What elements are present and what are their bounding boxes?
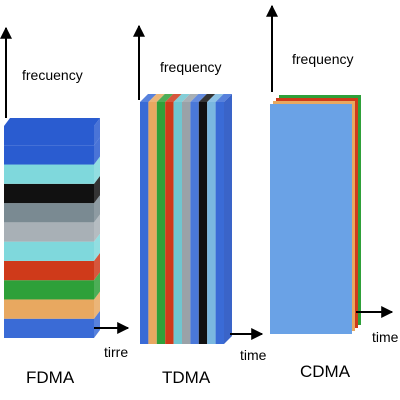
fdma-band-side <box>94 156 100 184</box>
tdma-slot <box>165 102 174 344</box>
fdma-frequency-label: frecuency <box>22 67 83 83</box>
fdma-time-label: tirre <box>104 344 128 360</box>
fdma-band-side <box>94 272 100 300</box>
fdma-band-side <box>94 310 100 338</box>
fdma-band <box>4 280 94 300</box>
tdma-block <box>140 94 232 344</box>
tdma-slot-top <box>156 94 174 102</box>
tdma-slot <box>215 102 224 344</box>
tdma-panel: frequency time TDMA <box>133 24 267 387</box>
tdma-slot-top <box>190 94 207 102</box>
tdma-slot-top <box>207 94 224 102</box>
tdma-slot-top <box>215 94 232 102</box>
cdma-block <box>270 95 361 334</box>
cdma-panel: frequency time CDMA <box>266 4 399 381</box>
fdma-band <box>4 222 94 242</box>
tdma-slot-top <box>165 94 182 102</box>
tdma-time-label: time <box>240 347 267 363</box>
tdma-side-face <box>224 94 232 344</box>
fdma-name: FDMA <box>26 368 75 387</box>
fdma-band <box>4 260 94 281</box>
fdma-band <box>4 126 94 146</box>
fdma-block <box>4 118 100 338</box>
fdma-band <box>4 241 94 261</box>
cdma-main-face <box>270 104 352 334</box>
cdma-frequency-label: frequency <box>292 51 353 67</box>
tdma-slot <box>156 102 166 344</box>
tdma-slot <box>182 102 191 344</box>
cdma-time-label: time <box>372 329 399 345</box>
fdma-band <box>4 318 94 338</box>
fdma-band-side <box>94 252 100 281</box>
fdma-band <box>4 164 94 184</box>
tdma-slot <box>190 102 199 344</box>
tdma-slot <box>140 102 149 344</box>
tdma-slot <box>148 102 157 344</box>
fdma-band <box>4 299 94 319</box>
tdma-slot <box>207 102 216 344</box>
tdma-slot <box>198 102 208 344</box>
tdma-slot-top <box>173 94 190 102</box>
fdma-band-side <box>94 214 100 242</box>
fdma-band <box>4 203 94 223</box>
fdma-panel: frecuency tirre FDMA <box>0 26 130 387</box>
fdma-band-side <box>94 291 100 319</box>
fdma-band-side <box>94 175 100 204</box>
fdma-band-side <box>94 233 100 261</box>
fdma-band-side <box>94 195 100 223</box>
tdma-slot-top <box>148 94 165 102</box>
tdma-slot-top <box>140 94 157 102</box>
tdma-slot-top <box>182 94 199 102</box>
cdma-name: CDMA <box>300 362 351 381</box>
fdma-top-face <box>4 118 100 126</box>
tdma-slot-top <box>198 94 216 102</box>
fdma-band <box>4 183 94 204</box>
fdma-band-side <box>94 137 100 165</box>
fdma-band-side <box>94 118 100 146</box>
fdma-band <box>4 145 94 165</box>
tdma-slot <box>173 102 182 344</box>
tdma-frequency-label: frequency <box>160 59 221 75</box>
tdma-name: TDMA <box>162 368 211 387</box>
